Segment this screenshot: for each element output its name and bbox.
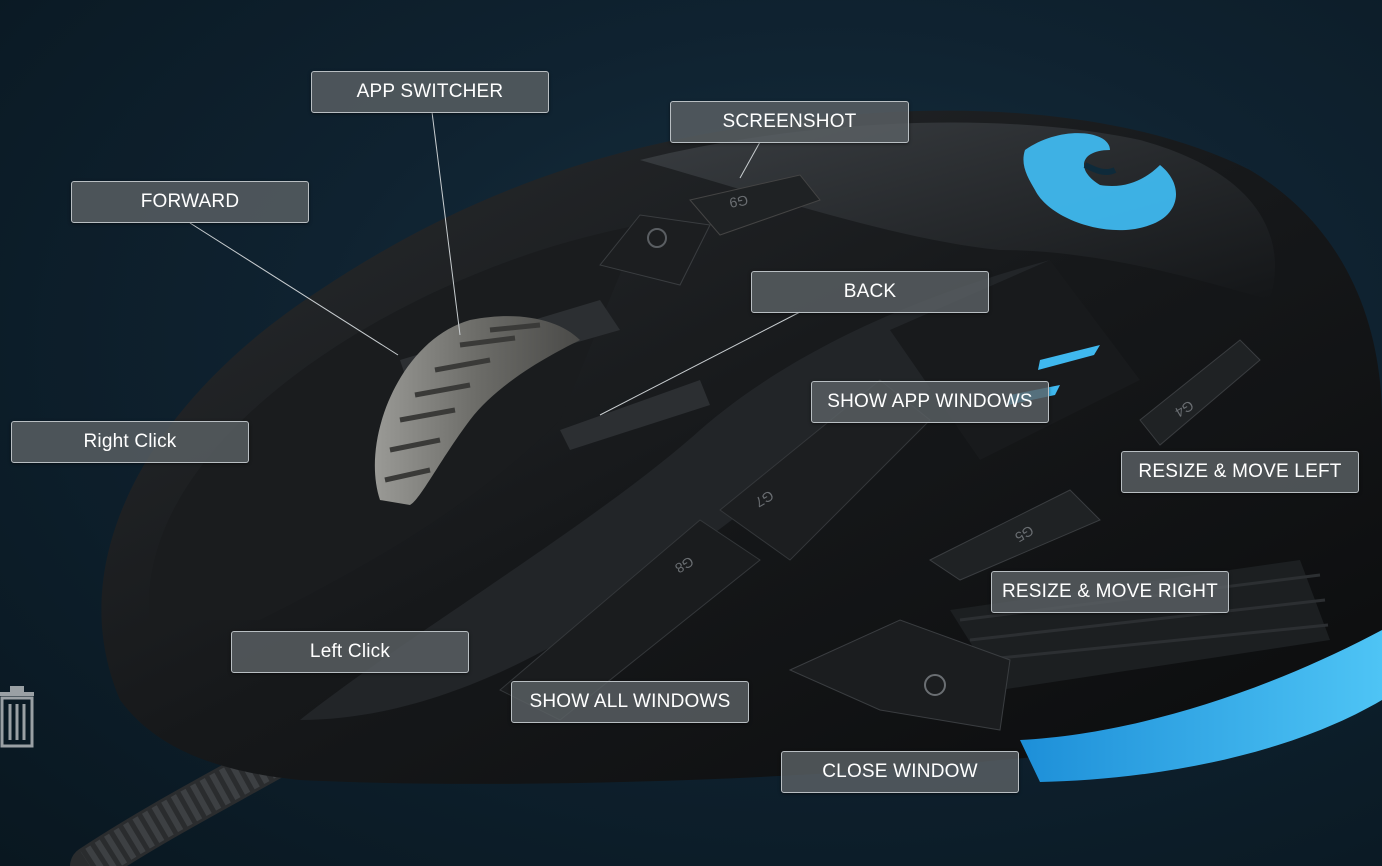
resize-move-left-label[interactable]: RESIZE & MOVE LEFT <box>1121 451 1359 493</box>
g9-mark: G9 <box>728 192 749 211</box>
trash-icon[interactable] <box>0 686 34 748</box>
scroll-wheel-icon <box>374 316 580 505</box>
screenshot-label[interactable]: SCREENSHOT <box>670 101 909 143</box>
app-switcher-label[interactable]: APP SWITCHER <box>311 71 549 113</box>
back-label[interactable]: BACK <box>751 271 989 313</box>
forward-label[interactable]: FORWARD <box>71 181 309 223</box>
close-window-label[interactable]: CLOSE WINDOW <box>781 751 1019 793</box>
show-all-windows-label[interactable]: SHOW ALL WINDOWS <box>511 681 749 723</box>
right-click-label[interactable]: Right Click <box>11 421 249 463</box>
show-app-windows-label[interactable]: SHOW APP WINDOWS <box>811 381 1049 423</box>
resize-move-right-label[interactable]: RESIZE & MOVE RIGHT <box>991 571 1229 613</box>
left-click-label[interactable]: Left Click <box>231 631 469 673</box>
